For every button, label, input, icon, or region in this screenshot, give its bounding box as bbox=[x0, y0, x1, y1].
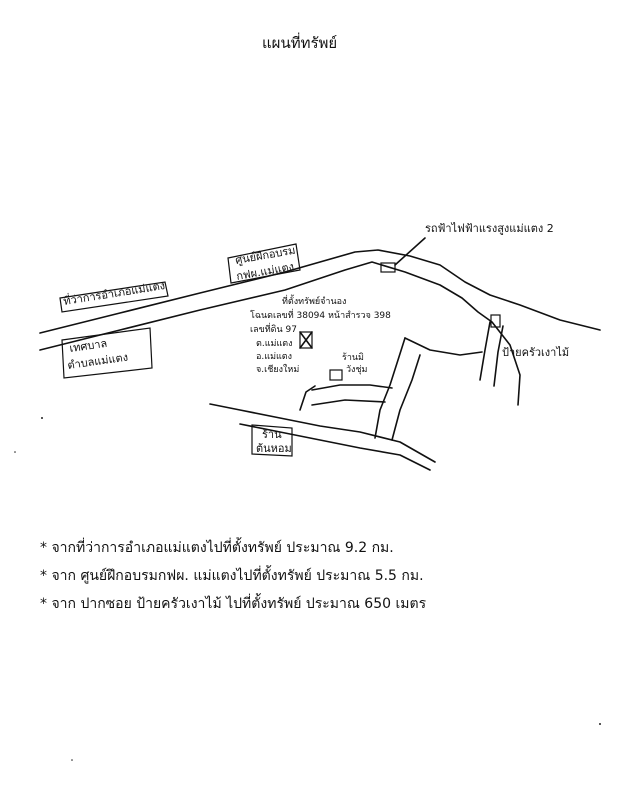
note-3: * จาก ปากซอย ป้ายครัวเงาไม้ ไปที่ตั้งทรั… bbox=[40, 593, 427, 612]
small-shop-label-1: ร้านมิ bbox=[342, 352, 364, 363]
shop-label-2: ต้นหอม bbox=[256, 442, 292, 455]
branch-road-right bbox=[479, 321, 491, 381]
branch-road-right-2 bbox=[493, 325, 504, 387]
municipality-box bbox=[61, 327, 153, 379]
property-label-3: เลขที่ดิน 97 bbox=[250, 322, 297, 335]
property-label-1: ที่ตั้งทรัพย์จำนอง bbox=[282, 294, 346, 307]
shop-box bbox=[251, 424, 293, 457]
lower-road-d bbox=[311, 384, 393, 391]
scan-speck bbox=[71, 759, 73, 761]
property-label-2: โฉนดเลขที่ 38094 หน้าสำรวจ 398 bbox=[250, 308, 391, 321]
map-title: แผนที่ทรัพย์ bbox=[262, 32, 337, 52]
bottom-road-upper bbox=[209, 403, 436, 463]
note-1: * จากที่ว่าการอำเภอแม่แตงไปที่ตั้งทรัพย์… bbox=[40, 537, 394, 556]
municipality-label-1: เทศบาล bbox=[69, 337, 108, 355]
small-shop-label-2: วังชุ่ม bbox=[346, 365, 368, 375]
district-office-box bbox=[59, 281, 169, 313]
lower-road-b bbox=[374, 337, 406, 439]
village-sign-label: ป้ายครัวเงาไม้ bbox=[502, 346, 569, 359]
scan-speck bbox=[41, 417, 43, 419]
power-station-marker bbox=[380, 262, 396, 273]
village-sign-marker bbox=[490, 314, 501, 328]
training-center-box bbox=[227, 243, 301, 284]
property-label-4: ต.แม่แตง bbox=[256, 339, 292, 349]
lower-road-f bbox=[311, 399, 386, 406]
main-highway-upper bbox=[39, 249, 601, 334]
lower-road-c bbox=[391, 354, 421, 441]
scan-speck bbox=[599, 723, 601, 725]
district-office-label: ที่ว่าการอำเภอแม่แตง bbox=[62, 277, 166, 308]
note-2: * จาก ศูนย์ฝึกอบรมกฟผ. แม่แตงไปที่ตั้งทร… bbox=[40, 565, 424, 584]
lower-road-a bbox=[404, 337, 483, 356]
power-station-pointer bbox=[394, 237, 426, 266]
bottom-road-lower bbox=[239, 423, 431, 471]
property-label-5: อ.แม่แตง bbox=[256, 352, 292, 362]
main-highway-lower bbox=[39, 261, 521, 406]
small-shop-marker bbox=[329, 369, 343, 381]
property-label-6: จ.เชียงใหม่ bbox=[256, 364, 299, 375]
power-station-label: รถฟ้าไฟฟ้าแรงสูงแม่แตง 2 bbox=[425, 222, 554, 235]
property-marker bbox=[299, 331, 313, 349]
scan-speck bbox=[14, 451, 16, 453]
shop-label-1: ร้าน bbox=[262, 428, 282, 441]
lower-road-e bbox=[299, 385, 316, 411]
